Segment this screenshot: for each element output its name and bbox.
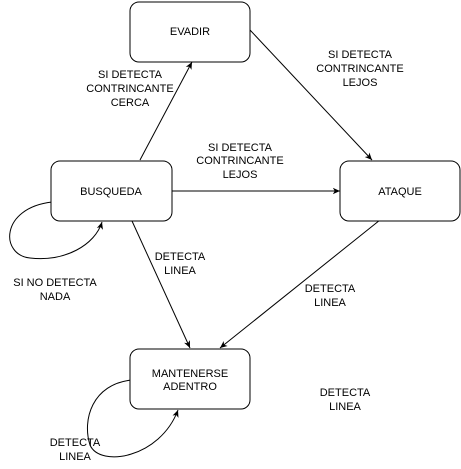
label-free-detecta-linea: DETECTA LINEA <box>320 387 371 413</box>
state-mantenerse-adentro: MANTENERSE ADENTRO <box>129 348 251 410</box>
label-line: CERCA <box>111 97 150 109</box>
state-busqueda: BUSQUEDA <box>50 160 173 222</box>
edge-evadir-to-ataque <box>249 29 373 161</box>
label-line: LINEA <box>314 297 346 309</box>
label-line: LEJOS <box>223 169 258 181</box>
state-mantenerse-label-line-2: ADENTRO <box>163 381 217 393</box>
label-line: LINEA <box>164 265 196 277</box>
edge-busqueda-to-evadir <box>139 61 193 161</box>
label-busqueda-to-evadir: SI DETECTA CONTRINCANTE CERCA <box>86 69 173 109</box>
label-line: LINEA <box>329 401 361 413</box>
label-line: DETECTA <box>320 387 371 399</box>
edge-busqueda-to-mantenerse <box>131 220 191 349</box>
label-line: LEJOS <box>343 77 378 89</box>
label-line: LINEA <box>59 451 91 463</box>
state-ataque: ATAQUE <box>339 160 461 222</box>
edge-ataque-to-mantenerse <box>219 219 381 349</box>
label-busqueda-self-loop: SI NO DETECTA NADA <box>13 277 97 303</box>
state-mantenerse-label-line-1: MANTENERSE <box>152 368 228 380</box>
label-line: CONTRINCANTE <box>86 83 173 95</box>
label-line: SI NO DETECTA <box>13 277 97 289</box>
label-line: DETECTA <box>305 283 356 295</box>
label-line: SI DETECTA <box>328 49 393 61</box>
label-line: DETECTA <box>50 437 101 449</box>
label-line: SI DETECTA <box>208 142 273 154</box>
state-ataque-label: ATAQUE <box>378 186 422 198</box>
label-line: CONTRINCANTE <box>316 63 403 75</box>
label-ataque-to-mantenerse: DETECTA LINEA <box>305 283 356 309</box>
label-evadir-to-ataque: SI DETECTA CONTRINCANTE LEJOS <box>316 49 403 89</box>
label-busqueda-to-mantenerse: DETECTA LINEA <box>155 251 206 277</box>
edge-mantenerse-self-loop <box>86 379 179 458</box>
edge-busqueda-self-loop <box>9 201 103 260</box>
label-line: NADA <box>40 291 71 303</box>
label-line: SI DETECTA <box>98 69 163 81</box>
label-line: DETECTA <box>155 251 206 263</box>
state-evadir: EVADIR <box>129 1 251 63</box>
label-busqueda-to-ataque: SI DETECTA CONTRINCANTE LEJOS <box>196 142 283 181</box>
state-evadir-label: EVADIR <box>170 26 210 38</box>
label-line: CONTRINCANTE <box>196 155 283 167</box>
label-mantenerse-self-loop: DETECTA LINEA <box>50 437 101 463</box>
state-busqueda-label: BUSQUEDA <box>80 186 142 198</box>
